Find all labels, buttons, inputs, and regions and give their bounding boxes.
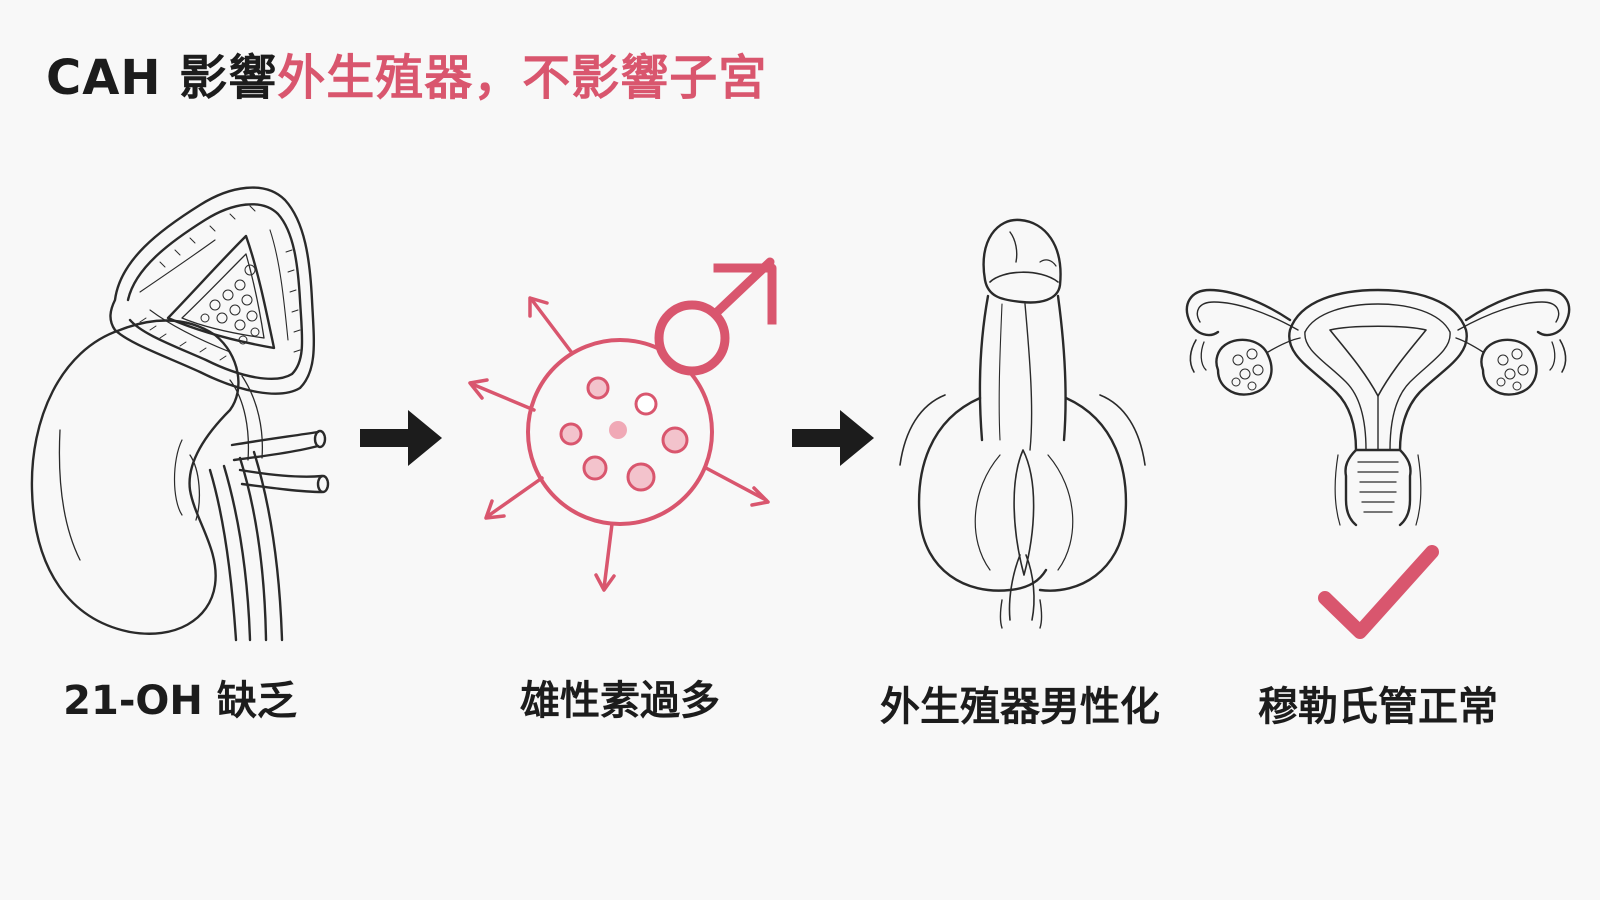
page-title: CAH 影響外生殖器，不影響子宮 (46, 38, 767, 108)
checkmark-icon (1318, 545, 1439, 639)
arrow-right-icon (792, 410, 874, 466)
male-external-genitalia-icon (899, 218, 1146, 629)
step-label-mullerian-normal: 穆勒氏管正常 (1258, 684, 1498, 730)
androgen-molecule-male-symbol-icon (468, 257, 777, 592)
step-label-androgen-excess: 雄性素過多 (520, 678, 720, 724)
uterus-fallopian-tubes-icon (1185, 288, 1571, 527)
title-highlight: 外生殖器，不影響子宮 (277, 50, 768, 106)
step-label-21oh-deficiency: 21-OH 缺乏 (63, 678, 297, 724)
arrow-right-icon (360, 410, 442, 466)
step-label-virilization: 外生殖器男性化 (880, 684, 1160, 730)
adrenal-gland-kidney-icon (30, 186, 330, 642)
title-prefix: CAH 影響 (46, 50, 278, 106)
